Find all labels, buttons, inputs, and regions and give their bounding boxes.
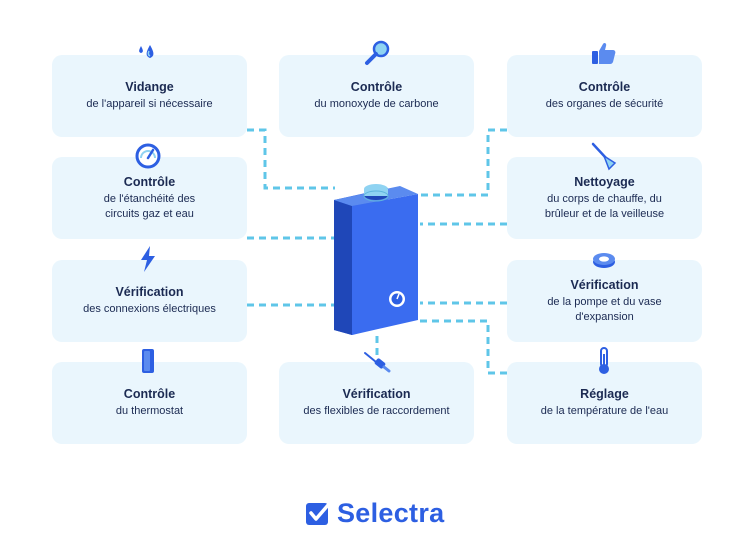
thermostat-icon [142, 349, 154, 373]
card-line: d'expansion [575, 310, 634, 323]
broom-icon [591, 142, 617, 171]
card-flexibles: Vérification des flexibles de raccordeme… [279, 362, 474, 444]
card-line: de l'appareil si nécessaire [86, 98, 213, 110]
pump-icon [593, 253, 615, 268]
card-title: Nettoyage [574, 174, 635, 189]
card-title: Contrôle [578, 80, 631, 94]
card-line: du monoxyde de carbone [314, 98, 439, 110]
card-title: Réglage [580, 387, 629, 401]
card-title: Vérification [570, 277, 639, 292]
card-securite: Contrôle des organes de sécurité [507, 55, 702, 137]
card-line: des organes de sécurité [545, 98, 664, 110]
card-temperature: Réglage de la température de l'eau [507, 362, 702, 444]
card-connexions: Vérification des connexions électriques [52, 260, 247, 342]
brand-name: Selectra [337, 497, 445, 528]
card-thermostat: Contrôle du thermostat [52, 362, 247, 444]
card-line: brûleur et de la veilleuse [544, 207, 665, 220]
card-monoxyde: Contrôle du monoxyde de carbone [279, 55, 474, 137]
card-line: de l'étanchéité des [103, 192, 196, 205]
check-box-icon [306, 502, 331, 525]
card-line: du corps de chauffe, du [547, 192, 662, 205]
card-title: Contrôle [123, 174, 176, 189]
lightning-icon [141, 246, 155, 272]
card-title: Contrôle [123, 387, 176, 401]
hose-icon [364, 352, 391, 373]
card-line: circuits gaz et eau [105, 207, 194, 220]
boiler-icon [334, 184, 418, 335]
card-vidange: Vidange de l'appareil si nécessaire [52, 55, 247, 137]
card-line: du thermostat [115, 405, 184, 417]
magnifier-icon [365, 40, 390, 65]
card-title: Vérification [115, 285, 184, 299]
thermometer-icon [599, 347, 609, 374]
card-line: de la température de l'eau [540, 405, 669, 417]
thumbs-up-icon [592, 42, 616, 64]
water-drops-icon [139, 45, 154, 58]
card-nettoyage: Nettoyage du corps de chauffe, du brûleu… [507, 157, 702, 239]
card-pompe: Vérification de la pompe et du vase d'ex… [507, 260, 702, 342]
card-line: de la pompe et du vase [547, 295, 662, 308]
card-title: Contrôle [350, 80, 403, 94]
card-line: des flexibles de raccordement [303, 405, 450, 417]
card-line: des connexions électriques [83, 303, 216, 315]
gauge-icon [135, 143, 161, 169]
card-title: Vérification [342, 387, 411, 401]
selectra-logo: Selectra [305, 495, 455, 531]
card-title: Vidange [125, 80, 174, 94]
card-etancheite: Contrôle de l'étanchéité des circuits ga… [52, 157, 247, 239]
